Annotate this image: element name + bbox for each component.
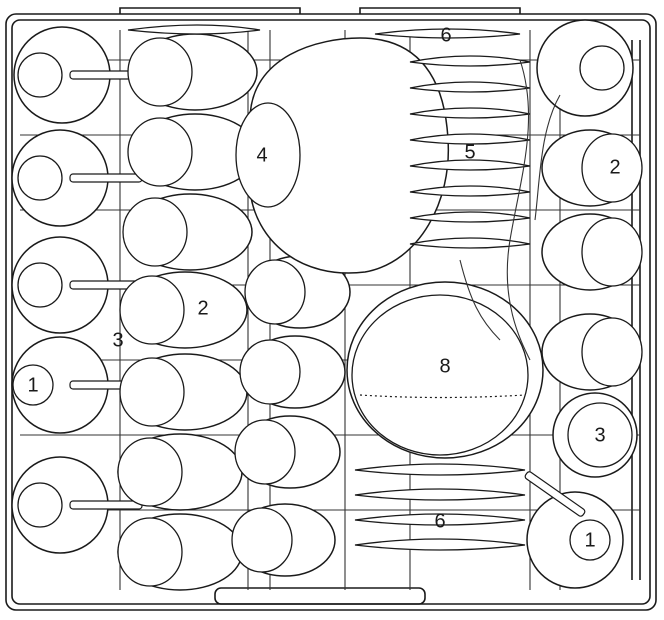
glasses-column-middle bbox=[231, 255, 351, 577]
label-cup-left: 1 bbox=[27, 374, 38, 396]
label-serving-bowl: 8 bbox=[439, 355, 450, 377]
label-glass-left: 2 bbox=[197, 297, 208, 319]
label-glass-right: 2 bbox=[609, 156, 620, 178]
label-small-bowl-right: 3 bbox=[594, 424, 605, 446]
label-small-bowl-left: 3 bbox=[112, 329, 123, 351]
label-plate-top: 6 bbox=[440, 24, 451, 46]
label-large-bowl: 4 bbox=[256, 144, 267, 166]
bottom-plates bbox=[354, 463, 526, 551]
rack-frame bbox=[5, 7, 657, 611]
callout-labels: 1 1 2 2 3 3 4 5 6 6 8 bbox=[12, 24, 621, 561]
glasses-column-left bbox=[117, 33, 258, 591]
label-cup-right: 1 bbox=[584, 529, 595, 551]
left-cups bbox=[11, 26, 143, 554]
large-bowl bbox=[235, 37, 450, 274]
serving-bowl bbox=[346, 281, 544, 459]
saucer-stack bbox=[409, 55, 531, 249]
rack-cables bbox=[459, 59, 561, 361]
label-plate-bottom: 6 bbox=[434, 510, 445, 532]
label-saucers: 5 bbox=[464, 141, 475, 163]
right-items bbox=[524, 19, 643, 589]
top-plate bbox=[127, 24, 521, 39]
